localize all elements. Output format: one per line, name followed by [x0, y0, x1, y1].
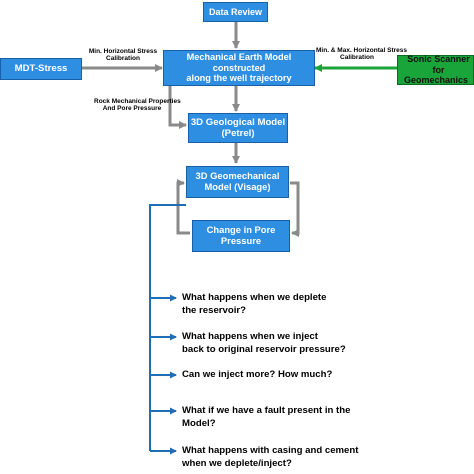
question-casing-line2: when we deplete/inject?	[182, 457, 292, 469]
geomechanical-model-box: 3D Geomechanical Model (Visage)	[186, 166, 289, 198]
geological-label-line2: (Petrel)	[221, 128, 255, 139]
mem-label-line1: Mechanical Earth Model constructed	[186, 52, 292, 73]
question-casing-cement: What happens with casing and cement when…	[182, 445, 358, 471]
data-review-box: Data Review	[203, 2, 268, 22]
question-inject-back: What happens when we inject back to orig…	[182, 331, 346, 357]
sonic-calibration-line2: Calibration	[340, 54, 374, 62]
questions-bracket	[149, 204, 186, 451]
sonic-label-line2: Geomechanics	[404, 75, 469, 86]
mdt-stress-label: MDT-Stress	[14, 63, 68, 75]
sonic-scanner-box: Sonic Scanner for Geomechanics	[397, 54, 474, 86]
mdt-calibration-label: Min. Horizontal Stress Calibration	[84, 48, 162, 63]
rock-properties-line2: And Pore Pressure	[102, 105, 162, 113]
sonic-label-line1: Sonic Scanner for	[407, 54, 470, 75]
rock-properties-line1: Rock Mechanical Properties	[94, 98, 181, 105]
question-deplete-line2: the reservoir?	[182, 304, 246, 316]
pore-label-line1: Change in Pore	[206, 224, 276, 236]
geomechanical-label-line2: Model (Visage)	[204, 181, 271, 192]
mem-label-line2: along the well trajectory	[186, 73, 292, 84]
mdt-stress-box: MDT-Stress	[0, 58, 82, 80]
question-fault-line1: What if we have a fault present in the	[182, 405, 351, 416]
question-deplete-line1: What happens when we deplete	[182, 292, 327, 303]
question-inject-more-line1: Can we inject more? How much?	[182, 369, 333, 380]
pore-label-line2: Pressure	[220, 235, 262, 246]
pore-pressure-box: Change in Pore Pressure	[192, 220, 290, 252]
question-deplete: What happens when we deplete the reservo…	[182, 292, 326, 318]
mechanical-earth-model-box: Mechanical Earth Model constructed along…	[163, 50, 315, 86]
question-casing-line1: What happens with casing and cement	[182, 445, 359, 456]
geomechanical-label-line1: 3D Geomechanical	[195, 170, 280, 182]
arrow-elbow-to-geological	[168, 86, 187, 129]
rock-properties-label: Rock Mechanical Properties And Pore Pres…	[94, 98, 181, 113]
mdt-calibration-line2: Calibration	[106, 55, 140, 63]
sonic-calibration-line1: Min. & Max. Horizontal Stress	[316, 47, 408, 54]
arrow-geomechanical-to-pore	[290, 181, 300, 237]
geological-label-line1: 3D Geological Model	[190, 116, 286, 128]
question-fault-line2: Model?	[182, 417, 216, 429]
geological-model-box: 3D Geological Model (Petrel)	[188, 113, 288, 143]
arrow-pore-to-geomechanical	[176, 179, 190, 235]
question-inject-more: Can we inject more? How much?	[182, 369, 332, 382]
sonic-calibration-label: Min. & Max. Horizontal Stress Calibratio…	[316, 47, 408, 62]
question-inject-back-line2: back to original reservoir pressure?	[182, 343, 346, 355]
data-review-label: Data Review	[208, 6, 263, 17]
question-fault: What if we have a fault present in the M…	[182, 405, 350, 431]
question-inject-back-line1: What happens when we inject	[182, 331, 318, 342]
mdt-calibration-line1: Min. Horizontal Stress	[88, 48, 158, 55]
